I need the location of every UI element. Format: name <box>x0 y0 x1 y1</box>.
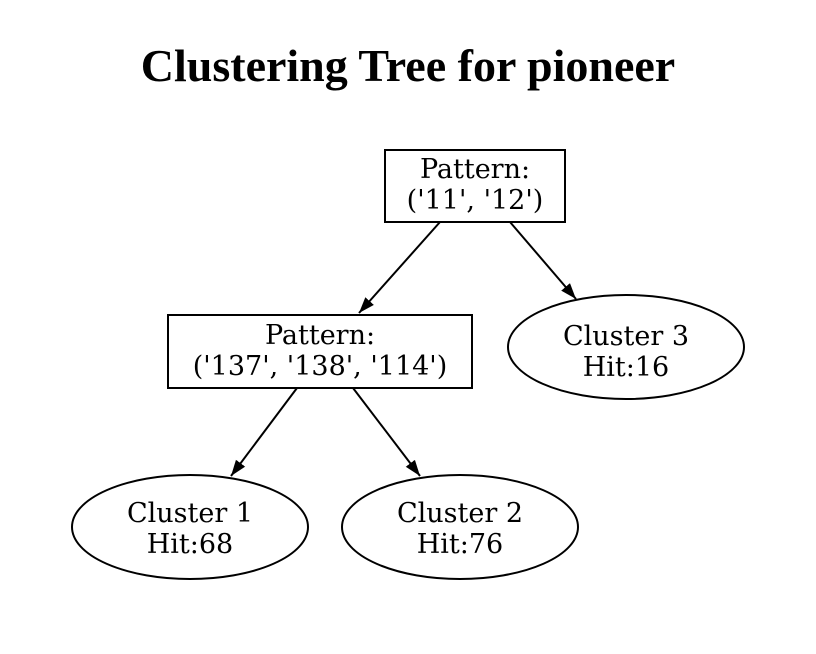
cluster-1-ellipse <box>71 474 309 580</box>
pattern-2-box <box>167 314 473 389</box>
edge-pattern2-to-cluster2 <box>352 387 421 477</box>
pattern-2-label-line1: Pattern: <box>265 320 375 351</box>
node-cluster-3: Cluster 3 Hit:16 <box>507 294 745 400</box>
node-cluster-2: Cluster 2 Hit:76 <box>341 474 579 580</box>
node-pattern-root: Pattern: ('11', '12') <box>384 149 566 223</box>
cluster-1-label-line1: Cluster 1 <box>127 498 253 529</box>
diagram-title: Clustering Tree for pioneer <box>141 40 675 91</box>
cluster-3-label-line1: Cluster 3 <box>563 321 689 352</box>
pattern-root-label-line1: Pattern: <box>420 154 530 185</box>
edge-root-to-cluster3 <box>509 221 577 300</box>
node-cluster-1: Cluster 1 Hit:68 <box>71 474 309 580</box>
cluster-2-label-line1: Cluster 2 <box>397 498 523 529</box>
pattern-root-label-line2: ('11', '12') <box>407 185 544 216</box>
cluster-1-label-line2: Hit:68 <box>147 529 233 560</box>
pattern-root-box <box>384 149 566 223</box>
edge-pattern2-to-cluster1 <box>230 387 298 477</box>
edge-root-to-pattern2 <box>358 221 441 314</box>
pattern-2-label-line2: ('137', '138', '114') <box>193 351 448 382</box>
cluster-2-ellipse <box>341 474 579 580</box>
cluster-3-ellipse <box>507 294 745 400</box>
cluster-3-label-line2: Hit:16 <box>583 352 669 383</box>
node-pattern-2: Pattern: ('137', '138', '114') <box>167 314 473 389</box>
cluster-2-label-line2: Hit:76 <box>417 529 503 560</box>
